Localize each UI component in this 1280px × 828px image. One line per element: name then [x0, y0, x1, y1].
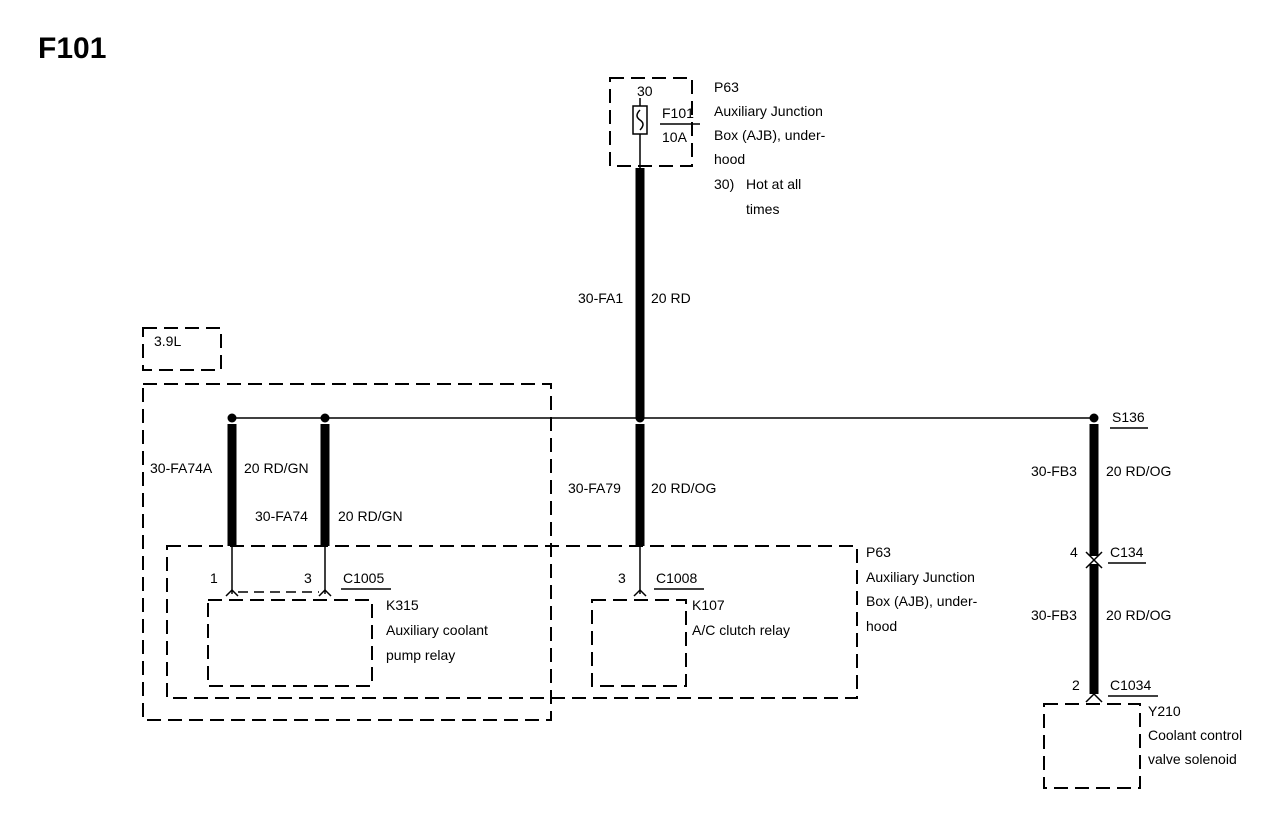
- fuse-pin-label: 30: [637, 83, 653, 99]
- k315-pin1-label: 1: [210, 570, 218, 586]
- k315-connector-label: C1005: [343, 570, 384, 586]
- ajb-lower-name-3: hood: [866, 618, 897, 634]
- ajb-lower-name-1: Auxiliary Junction: [866, 569, 975, 585]
- k107-pin3-label: 3: [618, 570, 626, 586]
- wire-fb3-upper-gauge: 20 RD/OG: [1106, 463, 1171, 479]
- wire-main-gauge: 20 RD: [651, 290, 691, 306]
- fuse-rating-label: 10A: [662, 129, 688, 145]
- y210-name-2: valve solenoid: [1148, 751, 1237, 767]
- k107-pin3-terminal-icon: [633, 588, 647, 597]
- ajb-top-outline: [609, 77, 693, 167]
- ajb-top-note-1: Hot at all: [746, 176, 801, 192]
- splice-dot-main: [635, 413, 645, 423]
- c1034-terminal-icon: [1085, 692, 1103, 703]
- wire-main-circuit: 30-FA1: [578, 290, 623, 306]
- splice-dot-s136: [1089, 413, 1099, 423]
- k315-name-2: pump relay: [386, 647, 455, 663]
- wire-fb3-lower-circuit: 30-FB3: [1031, 607, 1077, 623]
- ajb-top-note-number: 30): [714, 176, 734, 192]
- k315-id: K315: [386, 597, 419, 613]
- k315-relay-outline: [207, 599, 373, 687]
- wire-fa74a-circuit: 30-FA74A: [150, 460, 213, 476]
- splice-label: S136: [1112, 409, 1145, 425]
- wire-fa74-gauge: 20 RD/GN: [338, 508, 403, 524]
- y210-solenoid-outline: [1043, 703, 1141, 789]
- diagram-title: F101: [38, 32, 106, 65]
- ajb-top-name-3: hood: [714, 151, 745, 167]
- k315-name-1: Auxiliary coolant: [386, 622, 488, 638]
- c134-female-terminal-icon: [1085, 558, 1103, 569]
- wire-fa79-circuit: 30-FA79: [568, 480, 621, 496]
- splice-dot-fa74a: [227, 413, 237, 423]
- c1034-connector-label: C1034: [1110, 677, 1151, 693]
- c134-pin-label: 4: [1070, 544, 1078, 560]
- ajb-lower-connector: P63: [866, 544, 891, 560]
- engine-region-outline: [142, 383, 552, 721]
- k107-connector-label: C1008: [656, 570, 697, 586]
- wire-fb3-lower-gauge: 20 RD/OG: [1106, 607, 1171, 623]
- fuse-element-icon: [636, 109, 644, 131]
- ajb-lower-name-2: Box (AJB), under-: [866, 593, 978, 609]
- wire-fa79-gauge: 20 RD/OG: [651, 480, 716, 496]
- y210-id: Y210: [1148, 703, 1181, 719]
- c134-connector-label: C134: [1110, 544, 1144, 560]
- splice-dot-fa74: [320, 413, 330, 423]
- wire-fb3-upper-circuit: 30-FB3: [1031, 463, 1077, 479]
- c1034-pin-label: 2: [1072, 677, 1080, 693]
- k107-name-1: A/C clutch relay: [692, 622, 790, 638]
- ajb-lower-outline: [166, 545, 858, 699]
- k107-relay-outline: [591, 599, 687, 687]
- k315-pin3-terminal-icon: [318, 588, 332, 597]
- ajb-top-name-1: Auxiliary Junction: [714, 103, 823, 119]
- k315-pin3-label: 3: [304, 570, 312, 586]
- ajb-top-name-2: Box (AJB), under-: [714, 127, 826, 143]
- k107-id: K107: [692, 597, 725, 613]
- engine-option-label: 3.9L: [154, 333, 181, 349]
- k315-pin1-terminal-icon: [225, 588, 239, 597]
- engine-option-box: [142, 327, 222, 371]
- wire-fa74a-gauge: 20 RD/GN: [244, 460, 309, 476]
- wire-fa74-circuit: 30-FA74: [255, 508, 308, 524]
- y210-name-1: Coolant control: [1148, 727, 1242, 743]
- fuse-id-label: F101: [662, 105, 694, 121]
- ajb-top-note-2: times: [746, 201, 779, 217]
- ajb-top-connector: P63: [714, 79, 739, 95]
